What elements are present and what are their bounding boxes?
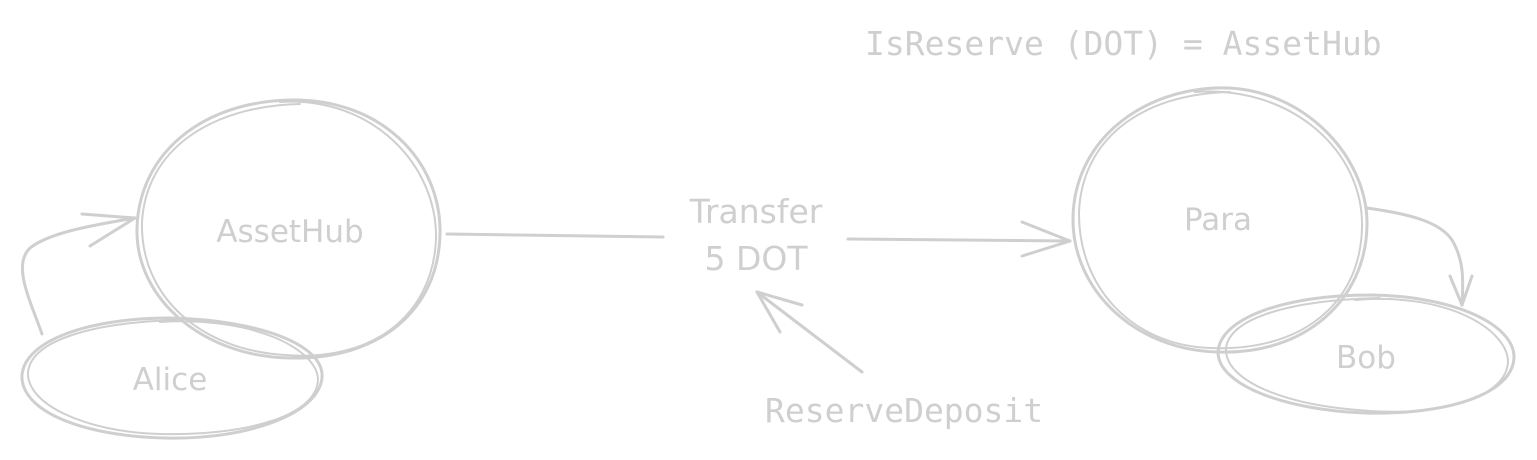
para-node: Para — [1071, 86, 1369, 354]
transfer-label-line1: Transfer — [689, 192, 823, 231]
bob-node: Bob — [1216, 293, 1516, 415]
alice-to-assethub-arrow — [20, 212, 137, 336]
reserve-deposit-label: ReserveDeposit — [765, 391, 1043, 430]
alice-label: Alice — [133, 362, 208, 398]
bob-label: Bob — [1336, 340, 1396, 376]
reserve-deposit-arrow — [755, 290, 864, 374]
alice-node: Alice — [20, 316, 324, 440]
para-to-bob-arrow — [1365, 206, 1474, 307]
assethub-node: AssetHub — [135, 98, 442, 360]
para-label: Para — [1184, 202, 1252, 238]
is-reserve-annotation: IsReserve (DOT) = AssetHub — [865, 24, 1382, 63]
transfer-line-left — [445, 232, 665, 239]
transfer-arrow-right — [846, 220, 1072, 258]
transfer-label: Transfer 5 DOT — [689, 192, 823, 278]
transfer-label-line2: 5 DOT — [704, 239, 808, 278]
assethub-label: AssetHub — [216, 214, 363, 250]
